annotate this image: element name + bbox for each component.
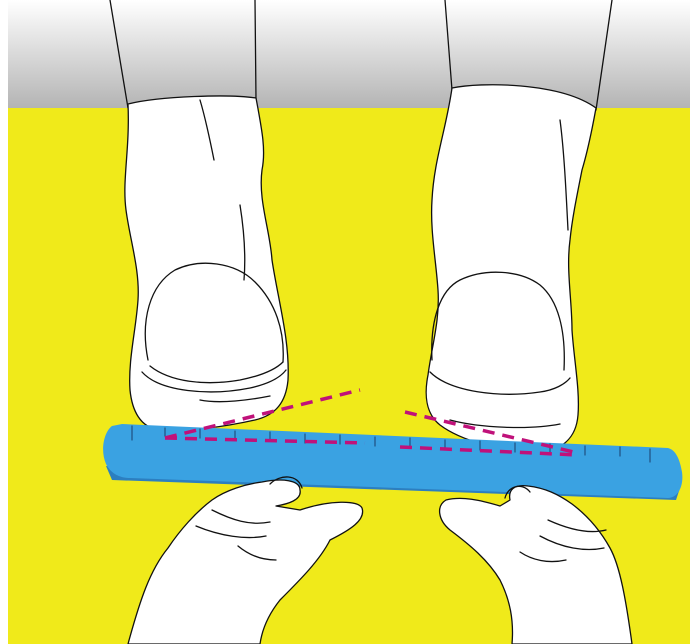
grey-wall-band bbox=[8, 0, 690, 108]
